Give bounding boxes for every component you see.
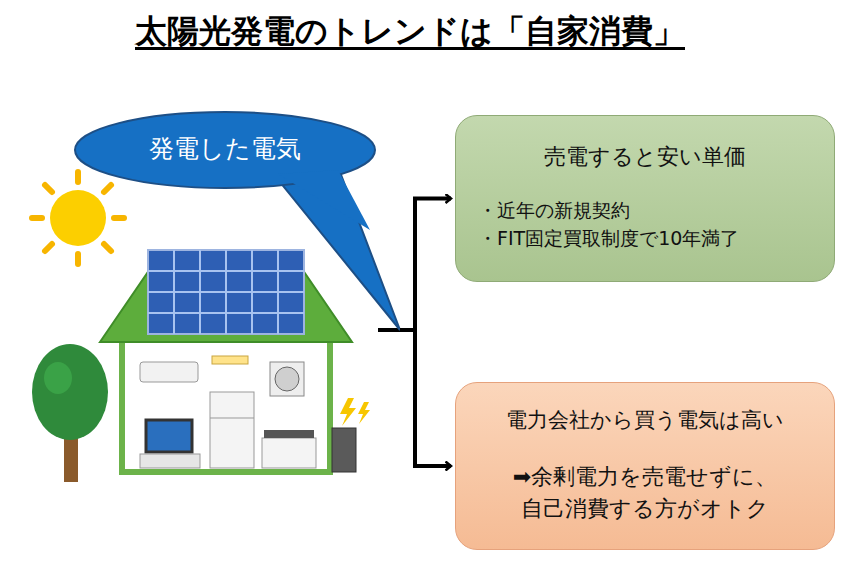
- refrigerator-door: [210, 418, 254, 419]
- sun-rays: [32, 172, 124, 264]
- sun-rays: [45, 244, 52, 251]
- bubble-text: 発電した電気: [80, 132, 370, 166]
- solar-panel-grid: [148, 250, 304, 334]
- bubble-join: [278, 170, 370, 230]
- tree-highlight: [44, 362, 72, 394]
- sun-rays: [104, 244, 111, 251]
- bullet-item: ・FIT固定買取制度で10年満了: [456, 224, 834, 252]
- box-body: ➡余剰電力を売電せずに、 自己消費する方がオトク: [480, 461, 810, 525]
- solar-panel-grid: [148, 291, 304, 293]
- sun: [32, 172, 124, 264]
- lightning: [358, 402, 370, 424]
- sun-rays: [32, 215, 42, 221]
- air-conditioner: [140, 362, 198, 382]
- info-box: 売電すると安い単価・近年の新規契約・FIT固定買取制度で10年満了: [455, 115, 835, 282]
- sun-rays: [75, 172, 81, 182]
- sun-rays: [104, 185, 111, 192]
- house: [100, 250, 352, 472]
- solar-panel-grid: [148, 270, 304, 272]
- box-heading: 売電すると安い単価: [456, 142, 834, 172]
- sun-rays: [45, 185, 52, 192]
- bracket-arrow: [400, 199, 451, 331]
- ventilation-fan: [270, 362, 304, 396]
- speech-bubble: 発電した電気: [70, 110, 400, 335]
- tv: [146, 420, 192, 452]
- ceiling-light: [212, 356, 248, 364]
- solar-panel: [148, 250, 304, 334]
- refrigerator: [210, 392, 254, 468]
- info-box: 電力会社から買う電気は高い ➡余剰電力を売電せずに、 自己消費する方がオトク: [455, 382, 835, 550]
- bullet-item: ・近年の新規契約: [456, 196, 834, 224]
- diagram-title: 太陽光発電のトレンドは「自家消費」: [60, 10, 760, 54]
- storage-battery: [332, 398, 370, 472]
- kitchen-counter: [262, 438, 316, 468]
- house-wall: [122, 330, 330, 472]
- tree-crown: [32, 344, 108, 440]
- sun-rays: [75, 254, 81, 264]
- tv-stand: [140, 454, 200, 468]
- bracket-arrow: [400, 330, 451, 466]
- battery-box: [332, 428, 356, 472]
- sun-disc: [50, 190, 106, 246]
- lightning: [340, 398, 356, 426]
- sun-rays: [114, 215, 124, 221]
- tree: [32, 344, 108, 482]
- solar-panel-grid: [148, 312, 304, 314]
- stove: [264, 430, 314, 438]
- fan-blade: [275, 367, 299, 391]
- box-heading: 電力会社から買う電気は高い: [456, 405, 834, 435]
